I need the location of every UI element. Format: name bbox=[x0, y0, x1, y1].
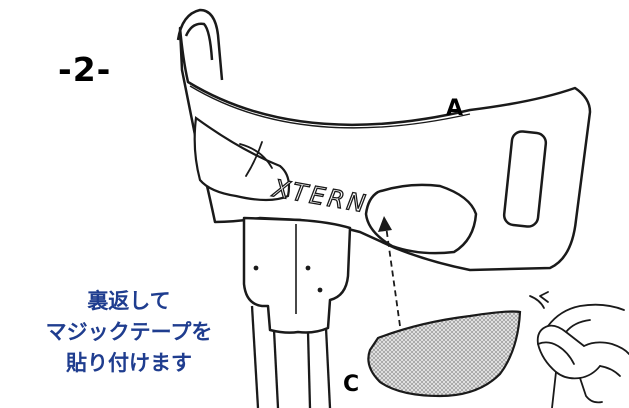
screw-hole bbox=[306, 266, 311, 271]
center-post bbox=[244, 218, 350, 333]
step-number: -2- bbox=[58, 50, 111, 89]
screw-hole bbox=[254, 266, 259, 271]
instruction-line: マジックテープを bbox=[2, 317, 256, 348]
screw-hole bbox=[318, 288, 323, 293]
instruction-text: 裏返して マジックテープを 貼り付けます bbox=[2, 286, 256, 379]
part-label-a: A bbox=[446, 96, 463, 121]
velcro-patch bbox=[368, 312, 520, 397]
instruction-line: 裏返して bbox=[2, 286, 256, 317]
part-label-c: C bbox=[343, 372, 359, 397]
hand-icon bbox=[530, 292, 629, 408]
instruction-line: 貼り付けます bbox=[2, 348, 256, 379]
